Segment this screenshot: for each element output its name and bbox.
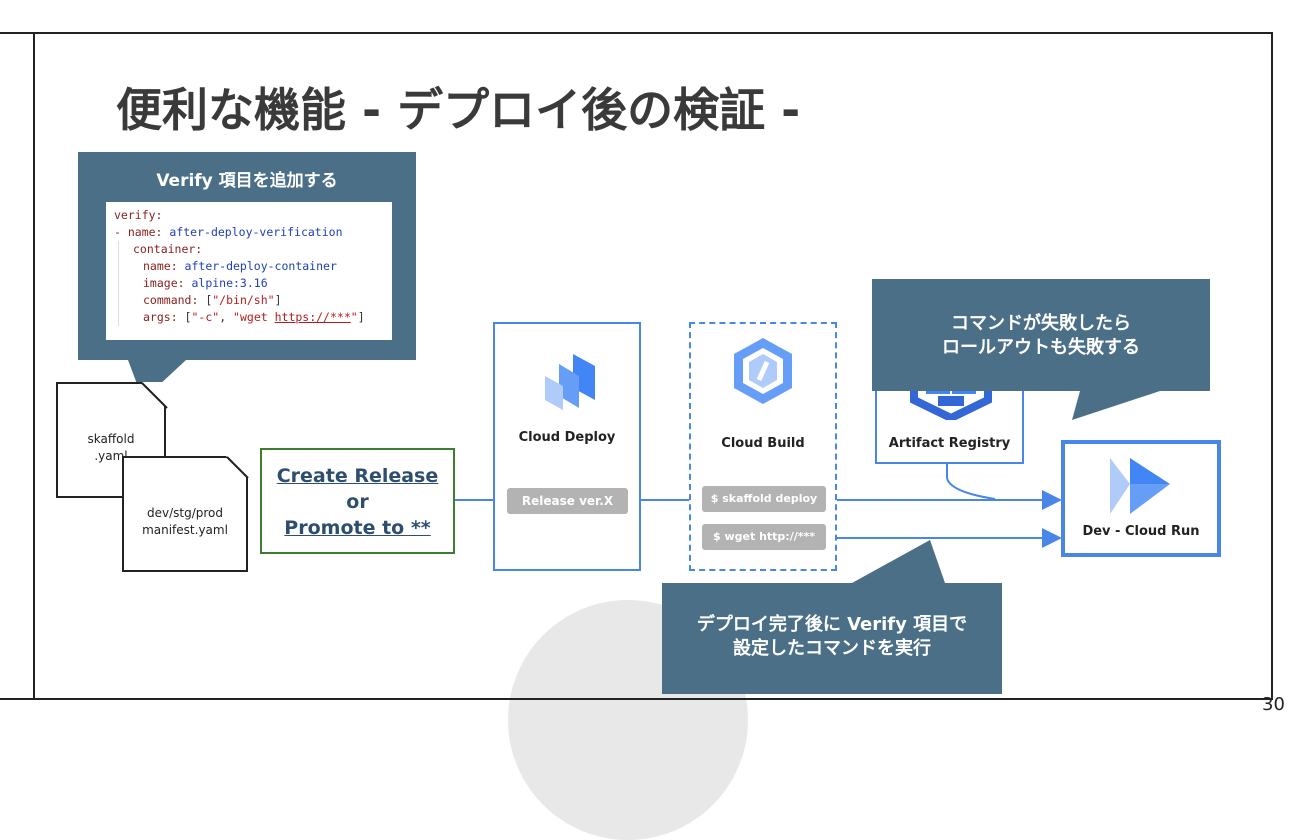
promote-to-link[interactable]: Promote to ** (284, 517, 431, 539)
cloud-build-label: Cloud Build (721, 436, 805, 451)
wget-command-pill: $ wget http://*** (702, 524, 826, 550)
release-trigger-box: Create Release or Promote to ** (260, 448, 455, 554)
code-key: args: (143, 310, 185, 324)
code-string: "-c" (191, 310, 220, 324)
code-key: image: (143, 276, 192, 290)
code-line: name: after-deploy-container (118, 258, 384, 275)
skaffold-file-label-1: skaffold (87, 432, 135, 446)
code-value: alpine:3.16 (191, 276, 268, 290)
skaffold-deploy-pill: $ skaffold deploy (702, 486, 826, 512)
manifest-file-label-2: manifest.yaml (142, 523, 228, 537)
done-callout-line-1: デプロイ完了後に Verify 項目で (696, 614, 968, 635)
cloud-build-icon (734, 338, 792, 404)
code-line: command: ["/bin/sh"] (118, 292, 384, 309)
cloud-run-icon (1110, 458, 1170, 514)
code-key: container: (133, 242, 203, 256)
code-line: args: ["-c", "wget https://***"] (118, 309, 384, 326)
code-string: "wget (233, 310, 275, 324)
fail-callout-line-2: ロールアウトも失敗する (942, 337, 1140, 358)
done-callout-line-2: 設定したコマンドを実行 (733, 638, 931, 659)
code-value: after-deploy-container (184, 259, 337, 273)
artifact-registry-label: Artifact Registry (888, 436, 1011, 451)
code-line: - name: after-deploy-verification (114, 224, 384, 241)
release-version-pill: Release ver.X (507, 488, 628, 514)
code-line: container: (118, 241, 384, 258)
code-line: verify: (114, 207, 384, 224)
code-value: after-deploy-verification (169, 225, 343, 239)
code-key: name: (127, 225, 170, 239)
code-dash: - (114, 225, 128, 239)
manifest-yaml-file: dev/stg/prod manifest.yaml (122, 456, 248, 572)
cloud-deploy-label: Cloud Deploy (518, 430, 616, 445)
fail-callout-line-1: コマンドが失敗したら (951, 313, 1131, 334)
code-string: "/bin/sh" (212, 293, 275, 307)
post-deploy-verify-callout: デプロイ完了後に Verify 項目で 設定したコマンドを実行 (662, 583, 1002, 694)
page-number: 30 (1262, 694, 1285, 715)
code-key: command: (143, 293, 206, 307)
slide-frame-left (33, 32, 35, 700)
slide-frame (33, 32, 1273, 700)
cloud-deploy-box: Cloud Deploy (493, 322, 641, 571)
code-key: name: (143, 259, 185, 273)
code-separator: , (219, 310, 234, 324)
code-string: " (350, 310, 358, 324)
code-line: image: alpine:3.16 (118, 275, 384, 292)
rollout-fail-callout: コマンドが失敗したら ロールアウトも失敗する (872, 279, 1210, 391)
code-bracket: [ (205, 293, 213, 307)
verify-callout-heading: Verify 項目を追加する (156, 171, 338, 191)
code-bracket: [ (184, 310, 192, 324)
registry-to-run-line (946, 464, 996, 500)
trigger-or-label: or (346, 491, 369, 513)
verify-yaml-code: verify: - name: after-deploy-verificatio… (106, 202, 392, 340)
code-url: https://*** (274, 310, 351, 324)
slide-frame-top-left (0, 32, 33, 34)
verify-callout: Verify 項目を追加する verify: - name: after-dep… (78, 152, 416, 360)
manifest-file-label-1: dev/stg/prod (146, 506, 223, 520)
slide-frame-bottom-left (0, 698, 35, 700)
cloud-deploy-icon (545, 354, 595, 410)
cloud-run-box: Dev - Cloud Run (1061, 440, 1221, 557)
cloud-run-label: Dev - Cloud Run (1082, 524, 1200, 539)
code-bracket: ] (357, 310, 365, 324)
skaffold-file-label-2: .yaml (94, 449, 128, 463)
code-key: verify: (114, 208, 163, 222)
create-release-link[interactable]: Create Release (276, 465, 439, 487)
slide-title: 便利な機能 - デプロイ後の検証 - (116, 83, 801, 137)
code-bracket: ] (274, 293, 282, 307)
